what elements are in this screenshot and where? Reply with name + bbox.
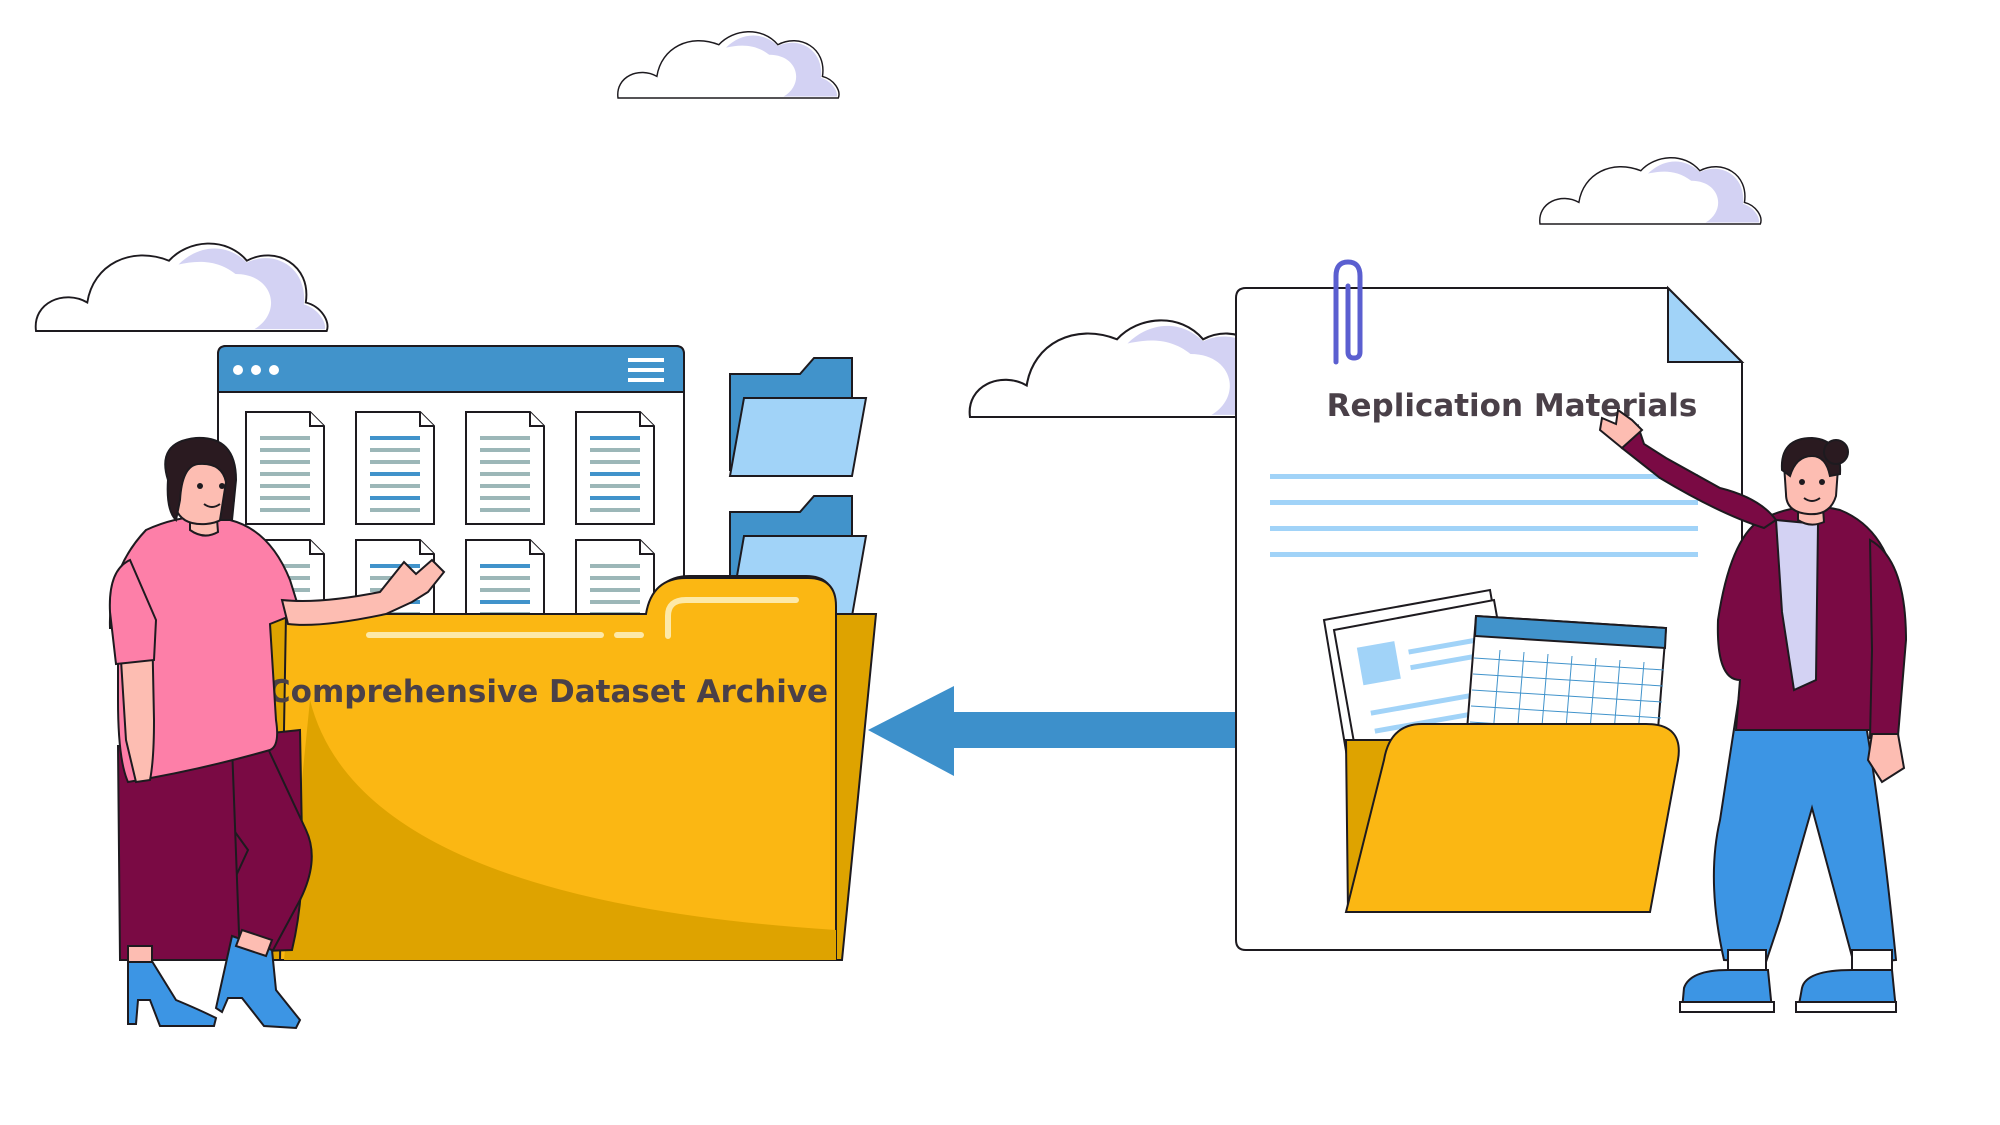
arrow-left-icon: [868, 686, 1236, 776]
document-icon: [245, 411, 325, 525]
cloud-icon: [34, 242, 329, 332]
document-title: Replication Materials: [1327, 388, 1698, 424]
person-left: [108, 436, 446, 1030]
paperclip-icon: [1333, 259, 1363, 365]
document-icon: [465, 411, 545, 525]
cloud-icon: [617, 31, 840, 99]
folder-icon: [728, 357, 868, 477]
folder-label: Comprehensive Dataset Archive: [268, 674, 828, 710]
shoe-icon: [1679, 969, 1898, 1013]
document-icon: [575, 411, 655, 525]
folder-icon: [1344, 723, 1680, 913]
document-icon: [355, 411, 435, 525]
person-right: [1598, 408, 1908, 1013]
browser-window-icon: [217, 345, 685, 647]
shoe-icon: [127, 934, 302, 1030]
folder-icon: [235, 575, 878, 961]
cloud-icon: [1539, 157, 1762, 225]
